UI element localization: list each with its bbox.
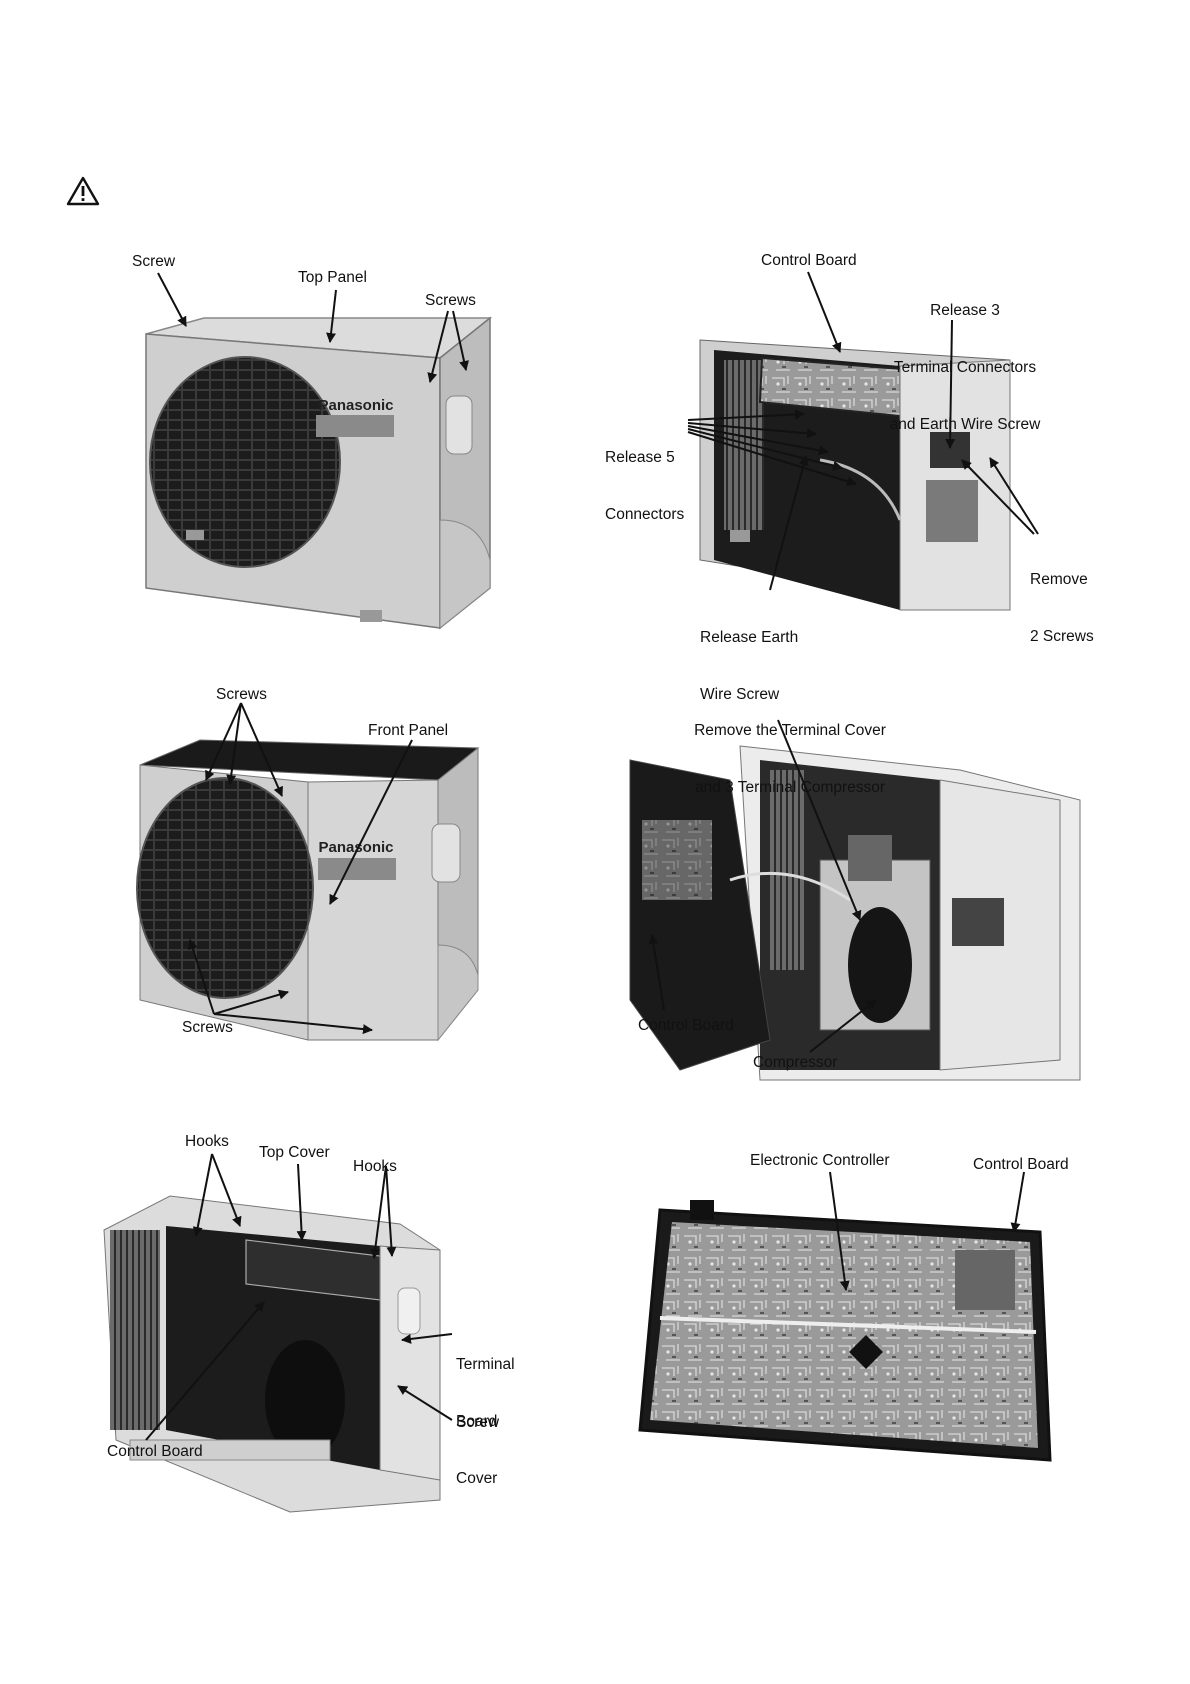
label-top-cover: Top Cover: [259, 1144, 330, 1161]
label-top-panel: Top Panel: [298, 269, 367, 286]
label-terminal-board-cover: Terminal Board Cover: [456, 1356, 515, 1487]
label-screws-top: Screws: [216, 686, 267, 703]
label-control-board: Control Board: [761, 252, 857, 269]
label-screws-bottom: Screws: [182, 1019, 233, 1036]
label-remove-2-screws: Remove 2 Screws: [1030, 571, 1094, 645]
label-hooks-right: Hooks: [353, 1158, 397, 1175]
label-release-earth-wire-screw: Release Earth Wire Screw: [700, 629, 799, 703]
photo-electronic-controller: [638, 1200, 1052, 1462]
label-control-board-3: Control Board: [107, 1443, 203, 1460]
photo-compressor-terminals: [629, 745, 1081, 1081]
label-hooks-left: Hooks: [185, 1133, 229, 1150]
label-screw-2: Screw: [456, 1414, 500, 1431]
label-electronic-controller: Electronic Controller: [750, 1152, 890, 1169]
photo-top-cover-hooks: [103, 1195, 441, 1513]
photo-front-panel-screws: Panasonic: [136, 739, 480, 1042]
svg-text:Panasonic: Panasonic: [318, 839, 393, 856]
photo-control-board-removal: [699, 339, 1011, 611]
label-front-panel: Front Panel: [368, 722, 449, 739]
warning-triangle-icon: [66, 176, 100, 206]
label-release-5-connectors: Release 5 Connectors: [605, 449, 685, 523]
label-screws: Screws: [425, 292, 476, 309]
callout-arrows: [145, 271, 1039, 1441]
label-screw: Screw: [132, 253, 176, 270]
photo-outdoor-unit-top-panel: Panasonic: [145, 316, 493, 630]
label-release-3-terminal-connectors: Release 3 Terminal Connectors and Earth …: [889, 302, 1041, 433]
label-control-board-2: Control Board: [638, 1017, 734, 1034]
svg-text:Panasonic: Panasonic: [318, 397, 393, 414]
label-control-board-4: Control Board: [973, 1156, 1069, 1173]
label-compressor: Compressor: [753, 1054, 838, 1071]
label-remove-terminal-cover: Remove the Terminal Cover and 3 Terminal…: [694, 722, 886, 796]
